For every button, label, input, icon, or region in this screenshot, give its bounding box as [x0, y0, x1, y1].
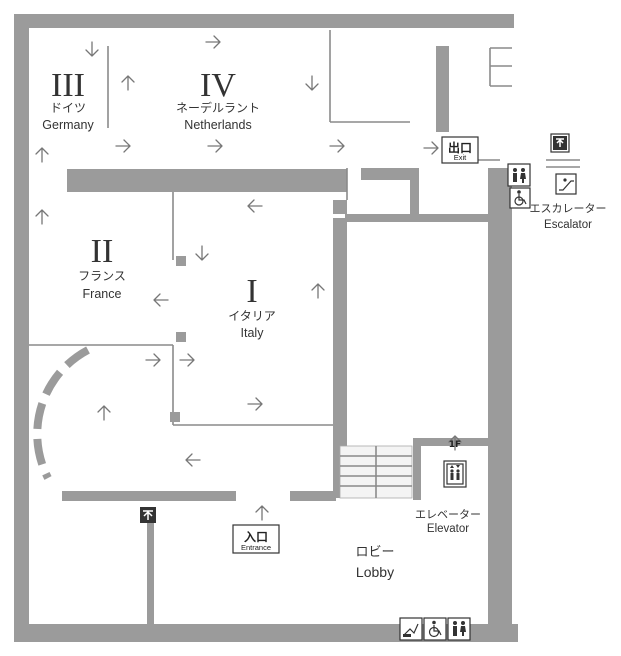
- room-name-jp: イタリア: [228, 309, 276, 323]
- exit-sign: 出口 Exit: [441, 136, 479, 164]
- escalator-name-en: Escalator: [544, 219, 592, 231]
- wheelchair-icon: [509, 187, 531, 209]
- room-name-jp: ドイツ: [50, 101, 86, 115]
- ticket-icon: [399, 617, 423, 641]
- escalator-label: エスカレーター Escalator: [530, 202, 607, 231]
- elevator-name-en: Elevator: [427, 523, 469, 535]
- partition-lines: [29, 30, 580, 426]
- room-name-en: Netherlands: [184, 118, 251, 132]
- room-numeral: III: [51, 67, 85, 104]
- escalator-name-jp: エスカレーター: [530, 202, 607, 215]
- room-name-jp: フランス: [78, 269, 126, 283]
- room-numeral: IV: [200, 67, 236, 104]
- exit-sign-jp: 出口: [448, 140, 472, 155]
- restroom-icon: [447, 617, 471, 641]
- outer-walls: [14, 14, 518, 642]
- staircase: [339, 445, 413, 499]
- room-netherlands: IV ネーデルラント Netherlands: [176, 67, 260, 132]
- elevator-icon: [443, 460, 467, 488]
- room-name-en: Germany: [42, 118, 94, 132]
- room-numeral: II: [91, 233, 114, 270]
- room-italy: I イタリア Italy: [228, 273, 276, 340]
- room-germany: III ドイツ Germany: [42, 67, 94, 132]
- room-france: II フランス France: [78, 233, 126, 301]
- entrance-sign-en: Entrance: [241, 543, 271, 552]
- pillar: [176, 256, 186, 266]
- interior-walls: [62, 46, 493, 624]
- restaurant-icon: [140, 507, 156, 523]
- lobby-name-jp: ロビー: [355, 545, 394, 560]
- elevator-floor: 1F: [449, 440, 461, 450]
- elevator-label: 1F エレベーター Elevator: [415, 440, 481, 535]
- room-name-en: Italy: [241, 326, 265, 340]
- room-name-jp: ネーデルラント: [176, 100, 260, 115]
- pillar: [176, 332, 186, 342]
- room-numeral: I: [246, 273, 257, 310]
- curved-partition: [33, 346, 90, 480]
- room-name-en: France: [83, 287, 122, 301]
- entrance-sign-jp: 入口: [244, 530, 268, 544]
- lobby-name-en: Lobby: [356, 564, 394, 580]
- lobby-label: ロビー Lobby: [355, 545, 394, 580]
- exit-sign-en: Exit: [454, 153, 467, 162]
- wheelchair-icon: [423, 617, 447, 641]
- entrance-sign: 入口 Entrance: [232, 524, 280, 554]
- elevator-name-jp: エレベーター: [415, 508, 481, 521]
- restaurant-icon: [550, 133, 570, 153]
- restroom-icon: [507, 163, 531, 187]
- escalator-icon: [555, 173, 577, 195]
- direction-arrows: [35, 35, 462, 521]
- pillar: [170, 412, 180, 422]
